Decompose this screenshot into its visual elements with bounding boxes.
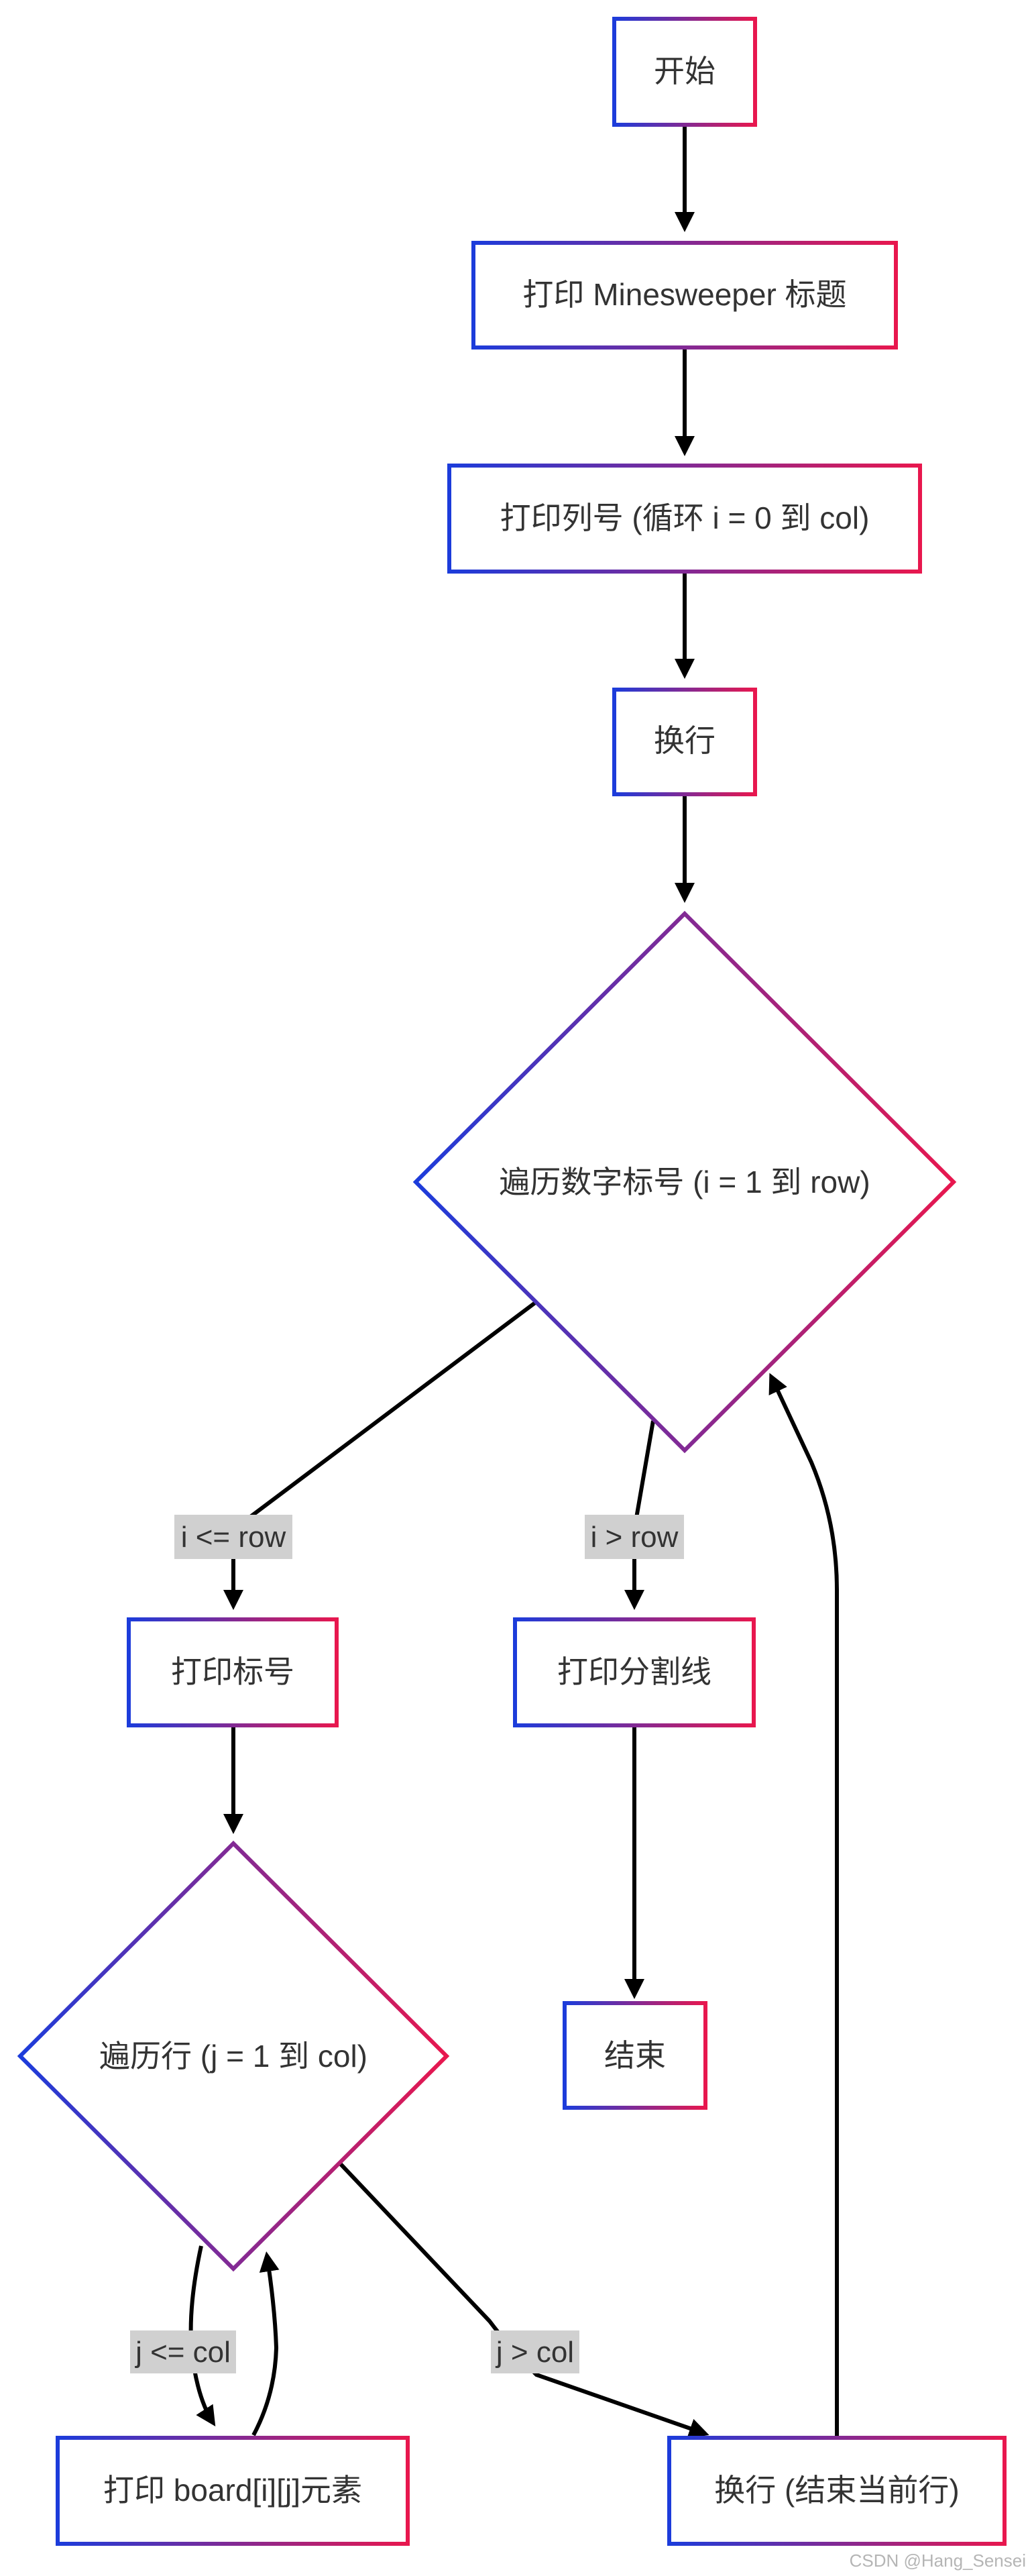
node-loop-cols-decision: 遍历行 (j = 1 到 col)	[17, 1840, 450, 2272]
node-label: 打印 board[i][j]元素	[103, 2473, 362, 2508]
edge-loop-cols-to-newline-row	[339, 2162, 709, 2438]
edge-label-i-le-row: i <= row	[174, 1515, 292, 1559]
node-label: 结束	[604, 2038, 666, 2073]
node-print-separator: 打印分割线	[513, 1617, 756, 1727]
node-newline: 换行	[612, 688, 757, 796]
node-label: 遍历数字标号 (i = 1 到 row)	[499, 1165, 870, 1199]
edge-label-text: i > row	[591, 1521, 679, 1554]
node-label: 打印分割线	[557, 1654, 711, 1689]
edge-label-text: j <= col	[134, 2336, 231, 2369]
edge-loop-rows-to-print-row-number	[223, 1301, 536, 1610]
edge-label-i-gt-row: i > row	[585, 1515, 684, 1559]
node-print-row-number: 打印标号	[127, 1617, 339, 1727]
watermark: CSDN @Hang_Sensei	[850, 2551, 1026, 2571]
edge-newline-row-to-loop-rows	[768, 1373, 839, 2436]
edge-loop-rows-to-separator	[624, 1420, 655, 1610]
node-end: 结束	[563, 2001, 707, 2110]
node-label: 打印列号 (循环 i = 0 到 col)	[500, 500, 870, 535]
edge-print-cell-to-loop-cols	[251, 2251, 280, 2436]
node-print-title: 打印 Minesweeper 标题	[471, 241, 898, 350]
node-newline-row: 换行 (结束当前行)	[667, 2436, 1007, 2546]
node-label: 打印 Minesweeper 标题	[522, 277, 846, 312]
node-print-col-numbers: 打印列号 (循环 i = 0 到 col)	[447, 464, 922, 574]
node-label: 遍历行 (j = 1 到 col)	[99, 2039, 367, 2074]
edge-labels: i <= row i > row j <= col j > col	[130, 1515, 684, 2373]
node-label: 打印标号	[171, 1654, 294, 1689]
node-label: 换行	[654, 723, 716, 758]
node-label: 开始	[654, 54, 716, 89]
edge-label-j-gt-col: j > col	[491, 2330, 579, 2373]
nodes: 开始 打印 Minesweeper 标题 打印列号 (循环 i = 0 到 co…	[17, 17, 1007, 2546]
node-start: 开始	[612, 17, 757, 127]
node-label: 换行 (结束当前行)	[714, 2473, 959, 2508]
node-print-cell: 打印 board[i][j]元素	[56, 2436, 410, 2546]
edge-label-j-le-col: j <= col	[130, 2330, 236, 2373]
edge-label-text: i <= row	[181, 1521, 286, 1554]
edge-label-text: j > col	[495, 2336, 574, 2369]
node-loop-rows-decision: 遍历数字标号 (i = 1 到 row)	[412, 910, 957, 1454]
